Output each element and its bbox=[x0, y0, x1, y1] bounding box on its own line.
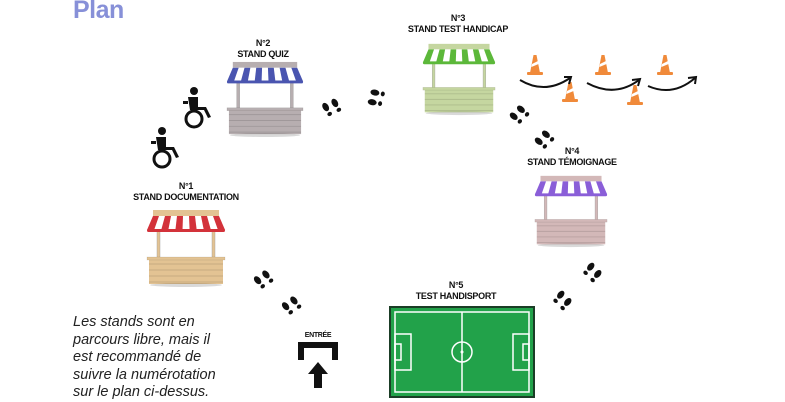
note-line: suivre la numérotation bbox=[73, 366, 216, 383]
footprints-icon bbox=[583, 262, 602, 283]
entrance-label: ENTRÉE bbox=[304, 332, 332, 339]
stand-2-number: N°2 bbox=[255, 38, 271, 48]
stand-1-number: N°1 bbox=[178, 181, 194, 191]
arrow-icon bbox=[519, 77, 571, 88]
stand-3-booth bbox=[422, 43, 496, 116]
footprints-icon bbox=[253, 270, 274, 289]
footprints-icon bbox=[367, 89, 385, 107]
note-line: Les stands sont en bbox=[73, 314, 195, 330]
stand-3-number: N°3 bbox=[450, 13, 466, 23]
traffic-cone-icon bbox=[562, 82, 578, 102]
wheelchair-icon bbox=[183, 87, 211, 129]
arrow-icon bbox=[586, 79, 640, 91]
stand-4-number: N°4 bbox=[564, 146, 580, 156]
stand-2-name: STAND QUIZ bbox=[237, 49, 289, 59]
footprints-icon bbox=[534, 130, 555, 149]
note-line: est recommandé de bbox=[73, 349, 202, 365]
traffic-cone-icon bbox=[657, 55, 673, 75]
footprints-icon bbox=[281, 296, 302, 315]
note-line: parcours libre, mais il bbox=[73, 331, 210, 348]
footprints-icon bbox=[509, 105, 530, 124]
stand-1-name: STAND DOCUMENTATION bbox=[133, 192, 239, 202]
footprints-icon bbox=[553, 290, 572, 311]
stand-4-name: STAND TÉMOIGNAGE bbox=[527, 157, 617, 167]
route-note: Les stands sont en parcours libre, mais … bbox=[73, 314, 273, 402]
stand-2-booth bbox=[226, 61, 304, 138]
traffic-cone-icon bbox=[527, 55, 543, 75]
page-title: Plan bbox=[73, 0, 124, 24]
note-line: sur le plan ci-dessus. bbox=[73, 384, 210, 400]
obstacle-course bbox=[519, 55, 698, 105]
arrow-icon bbox=[647, 77, 696, 92]
traffic-cone-icon bbox=[627, 85, 643, 105]
stand-5-name: TEST HANDISPORT bbox=[415, 291, 497, 301]
stand-1-booth bbox=[146, 210, 226, 287]
stand-5-number: N°5 bbox=[448, 280, 464, 290]
wheelchair-icon bbox=[151, 127, 179, 169]
entrance-icon[interactable] bbox=[296, 340, 340, 390]
stand-3-name: STAND TEST HANDICAP bbox=[407, 24, 509, 34]
footprints-icon bbox=[322, 98, 342, 117]
football-field-icon bbox=[389, 306, 535, 398]
traffic-cone-icon bbox=[595, 55, 611, 75]
stand-4-booth bbox=[534, 175, 608, 248]
